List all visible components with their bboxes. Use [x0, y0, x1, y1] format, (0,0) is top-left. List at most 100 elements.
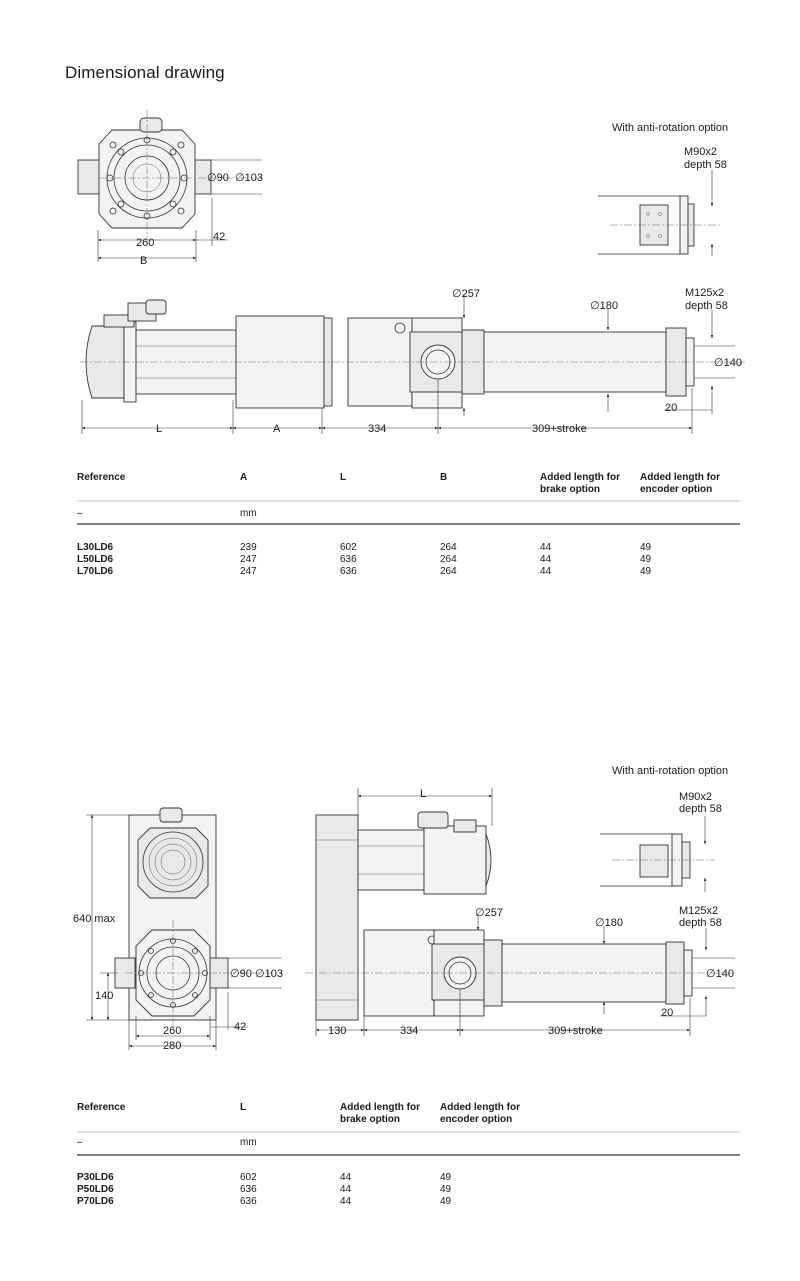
table-cell: 49 [440, 1196, 452, 1207]
dim-130: 130 [328, 1025, 346, 1037]
unit-cell: mm [240, 508, 257, 519]
l-type-end-view [77, 110, 262, 262]
reference-cell: L70LD6 [77, 566, 114, 577]
anti-rotation-label-2: With anti-rotation option [612, 765, 728, 777]
reference-cell: P30LD6 [77, 1172, 114, 1183]
table-cell: 602 [340, 542, 357, 553]
table-divider [77, 1154, 740, 1156]
column-header: brake option [540, 484, 601, 495]
dim-260-2: 260 [163, 1025, 181, 1037]
table-cell: 636 [240, 1184, 257, 1195]
table-cell: 44 [540, 542, 552, 553]
dim-d103: ∅103 [235, 172, 263, 184]
l-type-table: Reference A L B Added length for Added l… [77, 472, 740, 496]
column-header: Added length for [640, 472, 720, 483]
page-title: Dimensional drawing [65, 63, 225, 82]
dim-42: 42 [213, 231, 225, 243]
table-header-row: Reference L Added length for Added lengt… [77, 1102, 740, 1114]
table-cell: 247 [240, 566, 257, 577]
column-header: Added length for [340, 1102, 420, 1113]
l-type-table-body: L30LD6 239 602 264 44 49 L50LD6 247 636 … [77, 542, 740, 578]
table-row: P70LD6 636 44 49 [77, 1196, 740, 1208]
dim-640-max: 640 max [73, 913, 116, 925]
dim-d90-2: ∅90 [230, 968, 252, 980]
anti-rotation-inset-1 [598, 170, 720, 256]
p-type-end-view [86, 807, 282, 1050]
p-type-side-view [305, 788, 735, 1036]
reference-cell: P50LD6 [77, 1184, 114, 1195]
m90-depth-2: depth 58 [679, 803, 722, 815]
dim-20-2: 20 [661, 1007, 673, 1019]
unit-cell: mm [240, 1137, 257, 1148]
dim-d140-1: ∅140 [714, 357, 742, 369]
dim-d180-2: ∅180 [595, 917, 623, 929]
table-cell: 49 [640, 566, 652, 577]
dim-334-1: 334 [368, 423, 386, 435]
anti-rotation-label-1: With anti-rotation option [612, 122, 728, 134]
table-cell: 44 [340, 1184, 352, 1195]
table-cell: 49 [640, 554, 652, 565]
dim-a-1: A [273, 423, 281, 435]
dim-l-2: L [420, 788, 426, 800]
column-header: A [240, 472, 248, 483]
table-row: L70LD6 247 636 264 44 49 [77, 566, 740, 578]
dim-280: 280 [163, 1040, 181, 1052]
dim-42-2: 42 [234, 1021, 246, 1033]
column-header: Added length for [440, 1102, 520, 1113]
table-row: P30LD6 602 44 49 [77, 1172, 740, 1184]
m90-label-2: M90x2 [679, 791, 712, 803]
m125-label-1: M125x2 [685, 287, 724, 299]
dim-b: B [140, 255, 147, 267]
table-cell: 44 [340, 1196, 352, 1207]
column-header: L [240, 1102, 247, 1113]
dim-d257-2: ∅257 [475, 907, 503, 919]
table-cell: 49 [440, 1184, 452, 1195]
column-header: Reference [77, 472, 126, 483]
reference-cell: L30LD6 [77, 542, 114, 553]
reference-cell: L50LD6 [77, 554, 114, 565]
units-row: – mm [77, 1137, 740, 1149]
column-header: L [340, 472, 347, 483]
table-header-row: Reference A L B Added length for Added l… [77, 472, 740, 484]
m125-depth-1: depth 58 [685, 300, 728, 312]
dim-d103-2: ∅103 [255, 968, 283, 980]
column-header: brake option [340, 1114, 401, 1125]
dim-140-height: 140 [95, 990, 113, 1002]
units-row: – mm [77, 508, 740, 520]
table-row: P50LD6 636 44 49 [77, 1184, 740, 1196]
table-cell: 602 [240, 1172, 257, 1183]
table-cell: 239 [240, 542, 257, 553]
column-header: Reference [77, 1102, 126, 1113]
m90-label-1: M90x2 [684, 146, 717, 158]
l-type-side-view [80, 294, 745, 434]
table-header-row: brake option encoder option [77, 484, 740, 496]
dim-d257-1: ∅257 [452, 288, 480, 300]
table-cell: 49 [640, 542, 652, 553]
dim-334-2: 334 [400, 1025, 418, 1037]
m90-depth-1: depth 58 [684, 159, 727, 171]
dim-d140-2: ∅140 [706, 968, 734, 980]
dim-20-1: 20 [665, 402, 677, 414]
column-header: Added length for [540, 472, 620, 483]
reference-cell: P70LD6 [77, 1196, 114, 1207]
dim-d180-1: ∅180 [590, 300, 618, 312]
table-cell: 264 [440, 566, 457, 577]
unit-cell: – [77, 1137, 83, 1148]
table-cell: 44 [540, 554, 552, 565]
m125-depth-2: depth 58 [679, 917, 722, 929]
table-cell: 44 [540, 566, 552, 577]
table-cell: 636 [340, 554, 357, 565]
column-header: B [440, 472, 448, 483]
dim-stroke-1: 309+stroke [532, 423, 587, 435]
column-header: encoder option [440, 1114, 513, 1125]
table-header-row: brake option encoder option [77, 1114, 740, 1126]
table-row: L50LD6 247 636 264 44 49 [77, 554, 740, 566]
table-cell: 264 [440, 554, 457, 565]
table-cell: 636 [240, 1196, 257, 1207]
p-type-table-body: P30LD6 602 44 49 P50LD6 636 44 49 P70LD6… [77, 1172, 740, 1208]
dim-l-1: L [156, 423, 162, 435]
table-cell: 264 [440, 542, 457, 553]
table-divider [77, 523, 740, 525]
table-cell: 636 [340, 566, 357, 577]
